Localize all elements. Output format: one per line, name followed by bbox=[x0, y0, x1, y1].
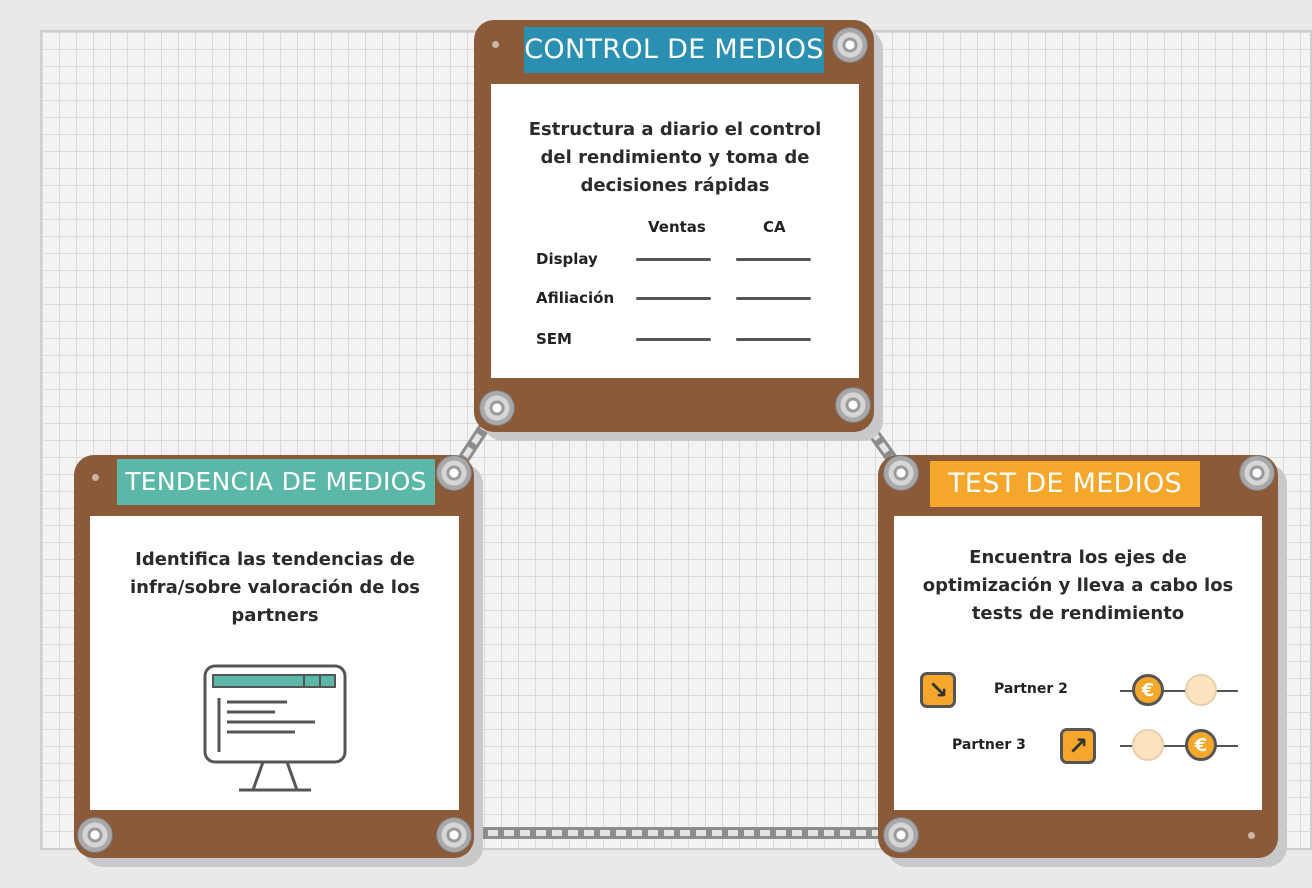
value-line bbox=[736, 297, 811, 300]
euro-coin-icon: € bbox=[1132, 674, 1164, 706]
tendencia-pane: Identifica las tendencias de infra/sobre… bbox=[90, 516, 459, 810]
control-pane: Estructura a diario el control del rendi… bbox=[491, 84, 859, 378]
column-header-ventas: Ventas bbox=[648, 218, 706, 236]
control-title: CONTROL DE MEDIOS bbox=[524, 27, 824, 73]
bolt-icon bbox=[437, 818, 471, 852]
bolt-icon bbox=[884, 456, 918, 490]
partner-label: Partner 2 bbox=[994, 681, 1068, 697]
tendencia-description: Identifica las tendencias de infra/sobre… bbox=[129, 549, 421, 626]
tendencia-title: TENDENCIA DE MEDIOS bbox=[117, 459, 435, 505]
empty-coin bbox=[1132, 729, 1164, 761]
board-dot bbox=[1248, 832, 1255, 839]
monitor-icon bbox=[203, 664, 347, 792]
test-description: Encuentra los ejes de optimización y lle… bbox=[922, 547, 1234, 624]
tendencia-board: TENDENCIA DE MEDIOS Identifica las tende… bbox=[74, 455, 474, 858]
value-line bbox=[636, 297, 711, 300]
row-label-afiliacion: Afiliación bbox=[536, 289, 615, 307]
arrow-down-right-icon: ↘ bbox=[920, 672, 956, 708]
row-label-sem: SEM bbox=[536, 330, 572, 348]
value-axis bbox=[1120, 690, 1238, 692]
row-label-display: Display bbox=[536, 250, 598, 268]
partner-label: Partner 3 bbox=[952, 737, 1026, 753]
bolt-icon bbox=[833, 28, 867, 62]
board-dot bbox=[492, 41, 499, 48]
test-title: TEST DE MEDIOS bbox=[930, 461, 1200, 507]
control-description: Estructura a diario el control del rendi… bbox=[528, 119, 822, 196]
control-board: CONTROL DE MEDIOS Estructura a diario el… bbox=[474, 20, 874, 432]
value-line bbox=[636, 338, 711, 341]
bolt-icon bbox=[1240, 456, 1274, 490]
bolt-icon bbox=[884, 818, 918, 852]
test-board: TEST DE MEDIOS Encuentra los ejes de opt… bbox=[878, 455, 1278, 858]
value-line bbox=[636, 258, 711, 261]
bolt-icon bbox=[437, 456, 471, 490]
bolt-icon bbox=[480, 391, 514, 425]
bolt-icon bbox=[78, 818, 112, 852]
arrow-up-right-icon: ↗ bbox=[1060, 728, 1096, 764]
euro-coin-icon: € bbox=[1185, 729, 1217, 761]
value-line bbox=[736, 258, 811, 261]
bolt-icon bbox=[836, 388, 870, 422]
value-line bbox=[736, 338, 811, 341]
empty-coin bbox=[1185, 674, 1217, 706]
board-dot bbox=[92, 474, 99, 481]
test-pane: Encuentra los ejes de optimización y lle… bbox=[894, 516, 1262, 810]
column-header-ca: CA bbox=[763, 218, 786, 236]
value-axis bbox=[1120, 745, 1238, 747]
